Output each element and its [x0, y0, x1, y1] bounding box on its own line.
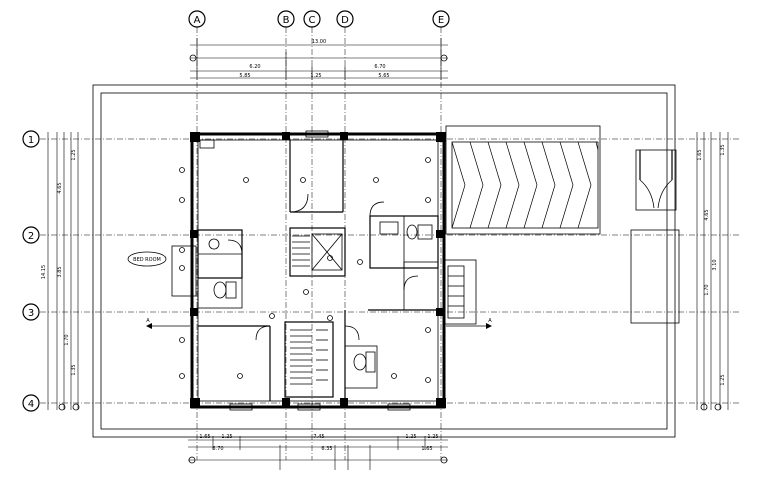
dim-right-seg2: 4.65 [704, 209, 710, 220]
dim-bottom-row2a: 6.70 [212, 446, 223, 452]
column-label-c: C [309, 15, 316, 26]
stair-top-treads [292, 233, 343, 271]
column-label-d: D [341, 15, 349, 26]
column-bubble-a: A [188, 10, 206, 28]
row-bubble-2: 2 [22, 226, 40, 244]
column-label-a: A [194, 15, 201, 26]
column-bubble-c: C [303, 10, 321, 28]
row-bubble-3: 3 [22, 303, 40, 321]
ramp-hatched-area [445, 125, 601, 235]
dim-right-seg6: 1.35 [720, 144, 726, 155]
column-bubble-e: E [432, 10, 450, 28]
dim-bottom-seg1: 1.65 [199, 434, 210, 440]
section-mark-left: A [146, 318, 150, 324]
dim-left-overall: 14.15 [41, 265, 47, 279]
dim-top-overall: 13.00 [312, 39, 326, 45]
dim-right-seg5: 1.25 [720, 374, 726, 385]
dim-top-b-e: 6.70 [374, 64, 385, 70]
dim-bottom-row2c: 1.65 [421, 446, 432, 452]
column-label-b: B [283, 15, 290, 26]
stair-bottom-treads [290, 329, 328, 385]
site-boundary-inner [100, 92, 668, 430]
dim-bottom-seg4: 1.25 [405, 434, 416, 440]
section-marks: A A [146, 318, 492, 329]
row-label-3: 3 [28, 308, 34, 319]
structural-columns [190, 132, 446, 408]
dim-right-seg4: 3.10 [712, 259, 718, 270]
section-mark-right: A [488, 318, 492, 324]
dim-left-seg1: 4.65 [57, 182, 63, 193]
grid-lines-horizontal [40, 138, 740, 404]
dim-bottom-seg2: 1.25 [221, 434, 232, 440]
column-bubble-b: B [277, 10, 295, 28]
row-bubble-4: 4 [22, 394, 40, 412]
building-outline [190, 132, 446, 409]
dim-right-seg3: 1.70 [704, 284, 710, 295]
dimension-chain-bottom: 1.65 1.25 7.45 1.25 1.25 6.70 6.35 1.65 [188, 434, 448, 470]
guard-room [630, 229, 680, 324]
windows [199, 130, 411, 411]
dim-top-sub3: 5.65 [378, 73, 389, 79]
bathroom-fixtures [208, 221, 433, 373]
dim-bottom-seg3: 7.45 [313, 434, 324, 440]
dimension-chain-right: 1.65 4.65 1.70 3.10 1.25 1.35 [696, 132, 729, 411]
dim-bottom-row2b: 6.35 [321, 446, 332, 452]
row-label-2: 2 [28, 231, 34, 242]
dim-top-sub1: 5.85 [239, 73, 250, 79]
dim-left-seg5: 1.25 [71, 149, 77, 160]
light-points [179, 157, 431, 383]
dim-left-seg2: 3.85 [57, 266, 63, 277]
row-label-4: 4 [28, 399, 34, 410]
balcony-steps [403, 259, 477, 325]
dim-right-seg1: 1.65 [697, 149, 703, 160]
dimension-chain-left: 14.15 4.65 3.85 1.70 1.35 1.25 [41, 132, 80, 411]
dimension-chain-top: 13.00 6.20 6.70 5.85 1.25 5.65 [189, 38, 448, 80]
column-bubble-d: D [336, 10, 354, 28]
dim-left-seg4: 1.35 [71, 364, 77, 375]
room-callout-label: BED ROOM [133, 257, 161, 263]
entrance-gate [635, 149, 677, 211]
row-label-1: 1 [28, 135, 34, 146]
dim-top-sub2: 1.25 [310, 73, 321, 79]
site-boundary-outer [92, 84, 676, 438]
interior-walls [197, 140, 439, 401]
dim-top-a-b: 6.20 [249, 64, 260, 70]
row-bubble-1: 1 [22, 130, 40, 148]
dim-left-seg3: 1.70 [64, 334, 70, 345]
dim-bottom-seg5: 1.25 [427, 434, 438, 440]
room-callout: BED ROOM [127, 245, 197, 297]
column-label-e: E [438, 15, 444, 26]
